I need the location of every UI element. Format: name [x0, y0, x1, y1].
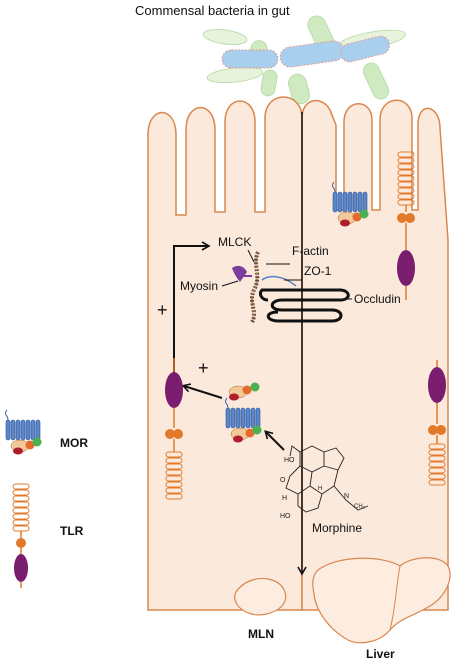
f-actin-label: F-actin — [292, 244, 329, 258]
morphine-to-mor-arrow — [264, 430, 285, 451]
svg-text:HO: HO — [284, 457, 295, 464]
signal-arrow-up — [173, 241, 211, 380]
legend-mor-label: MOR — [60, 436, 88, 450]
morphine-structure-icon: HO O H HO N CH₃ H — [280, 445, 369, 520]
zo1-protein — [261, 275, 297, 287]
mln-organ — [234, 577, 287, 616]
plus-sign-upper: + — [157, 300, 168, 320]
title-label: Commensal bacteria in gut — [135, 3, 290, 18]
myosin-motor — [232, 265, 247, 282]
svg-text:H: H — [282, 495, 287, 502]
tlr-left-cell — [165, 358, 183, 500]
svg-text:N: N — [344, 493, 349, 500]
mln-label: MLN — [248, 627, 274, 641]
svg-text:O: O — [280, 477, 286, 484]
liver-label: Liver — [366, 647, 395, 661]
legend-tlr-label: TLR — [60, 524, 84, 538]
right-epithelial-cell — [301, 99, 449, 611]
svg-text:H: H — [318, 486, 322, 492]
f-actin-filament — [250, 251, 260, 324]
occludin-strand — [258, 288, 350, 323]
tlr-right-upper — [397, 151, 415, 300]
left-epithelial-cell — [147, 96, 303, 611]
mlck-label: MLCK — [218, 235, 251, 249]
legend-mor-icon — [4, 409, 43, 455]
occludin-label: Occludin — [354, 292, 401, 306]
bacteria-cluster — [202, 15, 406, 105]
liver-organ — [312, 557, 451, 644]
liver-lobe-divider — [389, 565, 401, 631]
mlck-leader — [247, 249, 255, 263]
morphine-label: Morphine — [312, 521, 362, 535]
zo1-label: ZO-1 — [304, 264, 332, 278]
signal-arrow-mor-to-tlr — [181, 383, 223, 399]
plus-sign-lower: + — [198, 358, 209, 378]
myosin-leader — [221, 280, 239, 287]
myosin-label: Myosin — [180, 279, 218, 293]
tlr-right-lower — [428, 360, 446, 486]
svg-text:HO: HO — [280, 513, 291, 520]
mor-left-cell — [224, 382, 262, 443]
legend-tlr-icon — [12, 483, 30, 588]
svg-text:CH₃: CH₃ — [354, 504, 366, 510]
